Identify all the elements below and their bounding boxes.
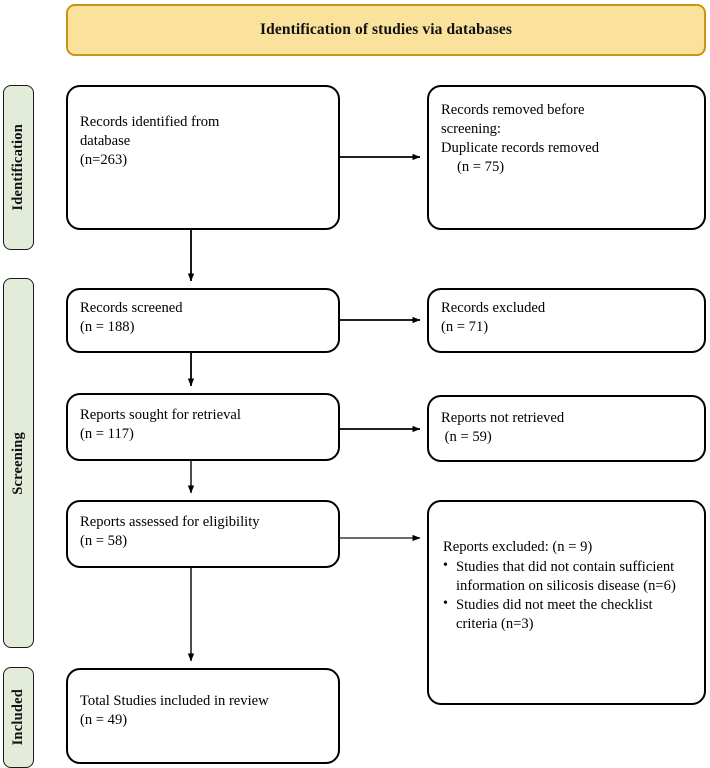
node-count: (n = 58) [80, 532, 128, 549]
list-item: Studies that did not contain sufficient … [443, 557, 692, 596]
node-text-line: Reports excluded: (n = 9) [443, 539, 593, 555]
node-count: (n = 117) [80, 425, 134, 442]
node-count: (n = 59) [441, 428, 492, 445]
node-reports-excluded-detail: Reports excluded: (n = 9) Studies that d… [427, 500, 706, 705]
diagram-header-banner: Identification of studies via databases [66, 4, 706, 56]
node-text-line: Total Studies included in review [80, 693, 269, 709]
node-records-removed: Records removed before screening: Duplic… [427, 85, 706, 230]
node-count: (n=263) [80, 151, 128, 168]
stage-label-screening: Screening [10, 431, 26, 495]
node-text-line: screening: [441, 120, 501, 137]
node-records-screened: Records screened (n = 188) [66, 288, 340, 353]
node-records-identified: Records identified from database (n=263) [66, 85, 340, 230]
node-text-line: Records removed before [441, 102, 585, 118]
stage-label-included: Included [10, 689, 26, 746]
node-text-line: Reports assessed for eligibility [80, 514, 260, 530]
node-text-line: Records excluded [441, 300, 546, 316]
node-count: (n = 188) [80, 318, 135, 335]
node-count: (n = 49) [80, 711, 128, 728]
node-text-line: Records screened [80, 300, 183, 316]
node-text-line: database [80, 132, 131, 149]
node-count: (n = 71) [441, 318, 489, 335]
node-reports-sought: Reports sought for retrieval (n = 117) [66, 393, 340, 461]
node-reports-not-retrieved: Reports not retrieved (n = 59) [427, 395, 706, 462]
node-text-line: Duplicate records removed [441, 139, 600, 156]
node-text-line: Records identified from [80, 114, 220, 130]
stage-bar-screening: Screening [3, 278, 34, 648]
node-text-line: Reports sought for retrieval [80, 407, 241, 423]
exclusion-reason-list: Studies that did not contain sufficient … [443, 557, 692, 634]
node-reports-assessed: Reports assessed for eligibility (n = 58… [66, 500, 340, 568]
diagram-title: Identification of studies via databases [260, 21, 512, 38]
node-records-excluded: Records excluded (n = 71) [427, 288, 706, 353]
node-text-line: Reports not retrieved [441, 410, 565, 426]
node-count: (n = 75) [457, 158, 505, 175]
node-total-studies-included: Total Studies included in review (n = 49… [66, 668, 340, 764]
list-item: Studies did not meet the checklist crite… [443, 595, 692, 634]
stage-bar-identification: Identification [3, 85, 34, 250]
stage-label-identification: Identification [10, 124, 26, 211]
stage-bar-included: Included [3, 667, 34, 768]
